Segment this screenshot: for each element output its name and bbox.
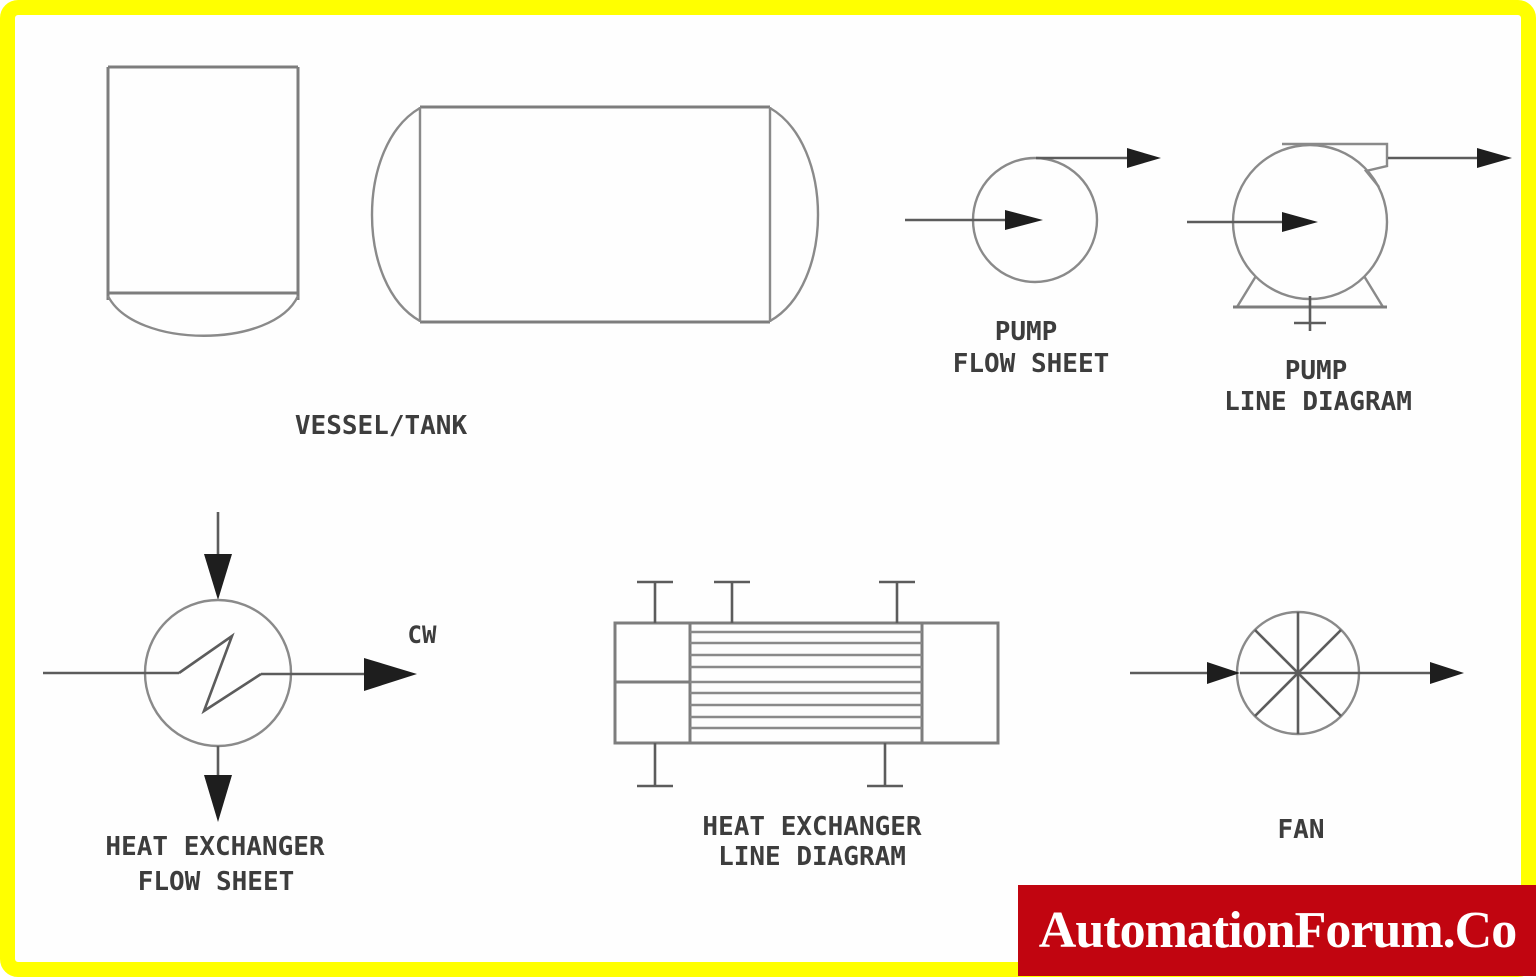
fan-symbol [1130, 610, 1464, 736]
heat-exchanger-line-diagram-symbol [613, 580, 1000, 788]
pump-left-leg [1235, 275, 1258, 308]
heat-exchanger-flow-sheet-label-line1: HEAT EXCHANGER [105, 832, 325, 862]
pump-flow-sheet-label-line2: FLOW SHEET [952, 349, 1110, 379]
hx-fs-top-arrowhead-icon [204, 554, 232, 600]
heat-exchanger-line-diagram-label-line1: HEAT EXCHANGER [702, 812, 922, 842]
pump-fs-outlet-arrowhead-icon [1127, 148, 1161, 168]
pump-volute-outline [1282, 142, 1389, 188]
pump-ld-outlet-arrowhead-icon [1477, 148, 1512, 168]
hx-fs-coil-zigzag [178, 632, 262, 715]
fan-label: FAN [1277, 815, 1325, 845]
hx-bottom-nozzles [637, 743, 903, 788]
tank-right-cap [769, 106, 820, 323]
pump-flow-sheet-label-line1: PUMP [994, 317, 1058, 347]
hx-tube-bundle [690, 630, 922, 730]
pump-fs-inlet-arrowhead-icon [1005, 210, 1043, 230]
fan-outlet-arrowhead-icon [1430, 662, 1464, 684]
pump-line-diagram-label-line1: PUMP [1284, 356, 1348, 386]
vessel-tank-label: VESSEL/TANK [294, 411, 468, 441]
watermark-banner: AutomationForum.Co [1018, 885, 1536, 976]
tank-left-cap [370, 106, 421, 323]
hx-fs-right-arrowhead-icon [364, 658, 417, 691]
pump-ld-inlet-arrowhead-icon [1282, 212, 1318, 232]
watermark-text: AutomationForum.Co [1038, 902, 1517, 959]
vessel-dished-bottom [106, 295, 300, 337]
pump-right-leg [1362, 275, 1385, 308]
cw-annotation: CW [407, 621, 437, 649]
heat-exchanger-flow-sheet-label-line2: FLOW SHEET [137, 867, 295, 897]
horizontal-tank-symbol [370, 105, 820, 324]
pump-flow-sheet-symbol [905, 148, 1161, 284]
hx-fs-bottom-arrowhead-icon [204, 775, 232, 822]
vertical-vessel-symbol [106, 65, 300, 337]
fan-inlet-arrowhead-icon [1207, 662, 1240, 684]
heat-exchanger-line-diagram-label-line2: LINE DIAGRAM [718, 842, 906, 872]
diagram-canvas [43, 65, 1512, 822]
pump-line-diagram-label-line2: LINE DIAGRAM [1224, 387, 1412, 417]
pump-line-diagram-symbol [1187, 142, 1512, 331]
heat-exchanger-flow-sheet-symbol [43, 512, 417, 822]
hx-top-nozzles [637, 580, 915, 623]
